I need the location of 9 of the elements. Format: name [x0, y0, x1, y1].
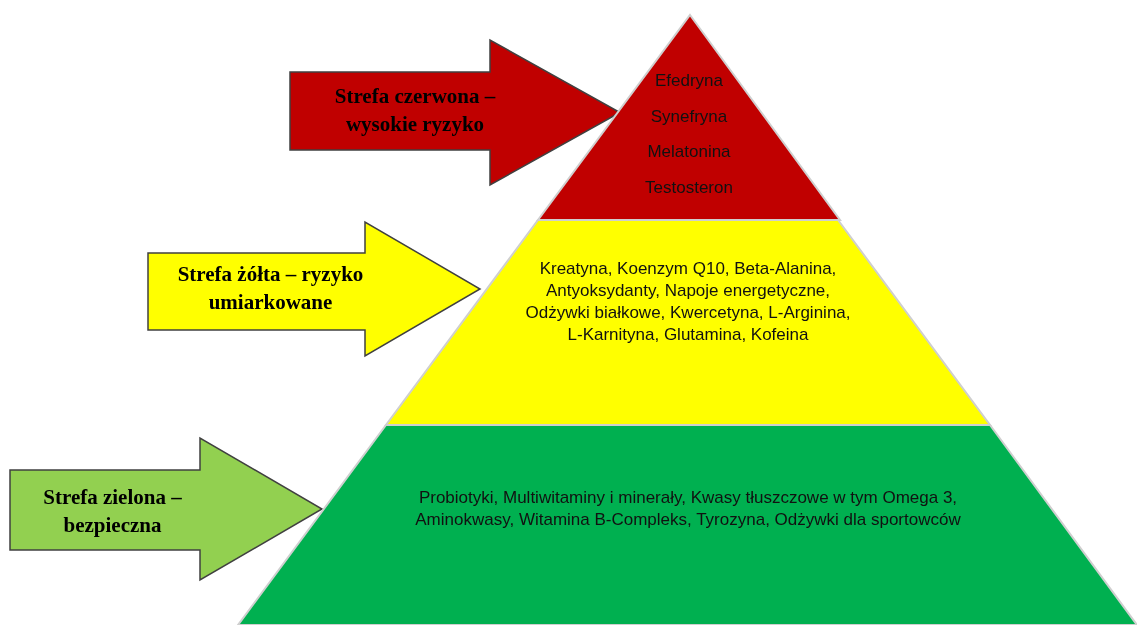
supplement-list: Testosteron — [645, 170, 733, 206]
zone-label: Strefa zielona – bezpieczna — [42, 484, 183, 540]
supplement-list: Melatonina — [647, 134, 731, 171]
supplement-list: Synefryna — [650, 98, 728, 135]
supplement-list: Probiotyki, Multiwitaminy i minerały, Kwasy tłuszczowe w tym Omega 3, Aminokwasy, Witamina B-Compleks, Tyrozyna, Odżywki dla sportowców — [408, 487, 968, 532]
supplement-list: Efedryna — [654, 63, 723, 99]
zone-label: Strefa czerwona – wysokie ryzyko — [333, 83, 497, 139]
supplement-list: Kreatyna, Koenzym Q10, Beta-Alanina, Antyoksydanty, Napoje energetyczne, Odżywki białkowe, Kwercetyna, L-Arginina, L-Karnityna, Glutamina, Kofeina — [518, 258, 858, 347]
zone-label: Strefa żółta – ryzyko umiarkowane — [176, 261, 365, 317]
